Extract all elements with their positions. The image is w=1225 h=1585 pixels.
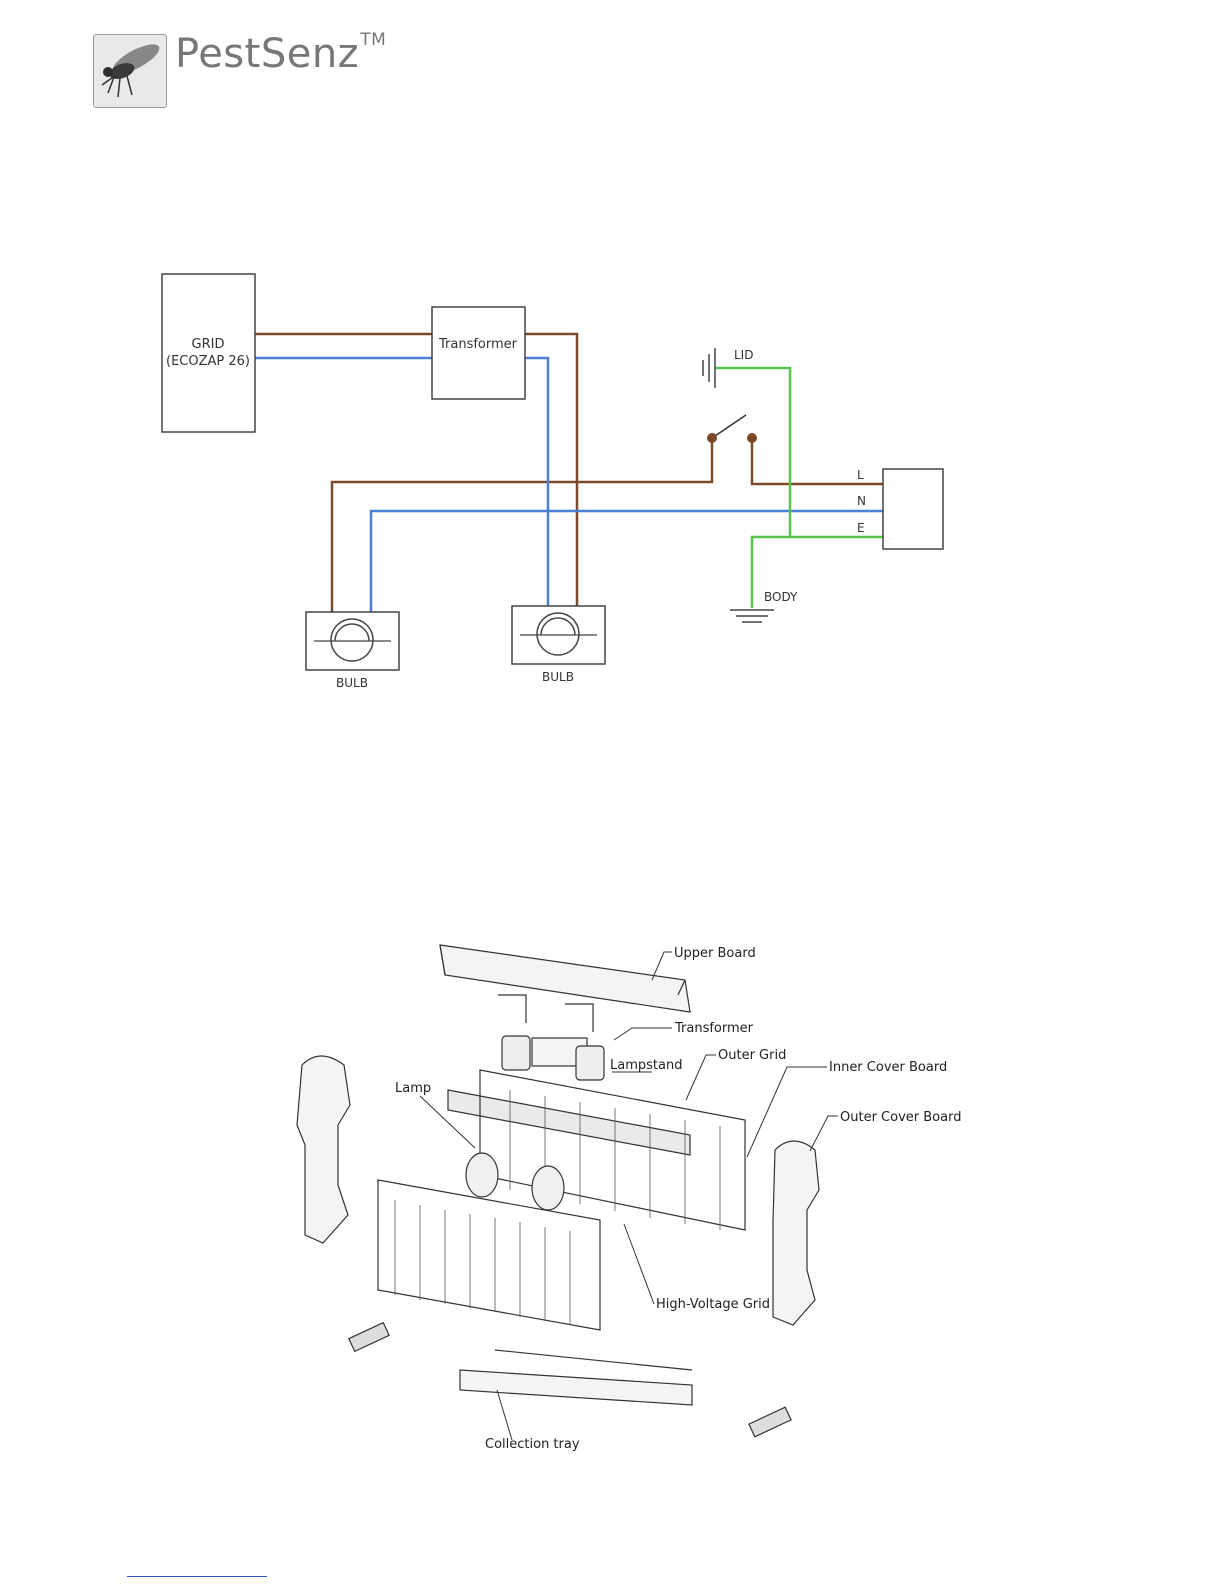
outer-grid-label: Outer Grid <box>718 1048 786 1063</box>
outer-cover-board-label: Outer Cover Board <box>840 1110 961 1125</box>
transformer-part-label: Transformer <box>674 1021 754 1036</box>
lamp-right-part <box>532 1166 564 1210</box>
brand-logo: PestSenzTM <box>93 34 393 110</box>
grid-label: GRID <box>192 337 225 352</box>
transformer-label: Transformer <box>438 337 518 352</box>
terminal-e-label: E <box>857 521 865 535</box>
left-side-panel-part <box>297 1056 350 1243</box>
trademark: TM <box>360 30 386 50</box>
lamp-label: Lamp <box>395 1081 431 1096</box>
inner-cover-board-label: Inner Cover Board <box>829 1060 947 1075</box>
terminal-block <box>883 469 943 549</box>
live-wire-bulb1-switch <box>332 438 712 612</box>
body-label: BODY <box>764 590 798 604</box>
lampstand-label: Lampstand <box>610 1058 682 1073</box>
neutral-wire-bulb1-terminal <box>371 511 883 612</box>
bracket-part <box>498 995 593 1032</box>
bulb-2 <box>512 606 605 664</box>
inner-cover-board-part <box>448 1090 690 1155</box>
lid-ground-symbol <box>703 348 715 388</box>
collection-tray-part <box>460 1370 692 1405</box>
right-end-plate-part <box>749 1407 791 1437</box>
bulb-2-label: BULB <box>542 670 574 684</box>
grid-box <box>162 274 255 432</box>
fly-icon <box>93 34 167 108</box>
brand-name: PestSenzTM <box>175 30 386 77</box>
body-ground-symbol <box>730 610 774 622</box>
lamp-left-part <box>466 1153 498 1197</box>
collection-tray-label: Collection tray <box>485 1437 580 1452</box>
left-end-plate-part <box>349 1323 389 1352</box>
grid-model-label: (ECOZAP 26) <box>166 354 250 369</box>
bulb-1 <box>306 612 399 670</box>
live-wire-transformer-bulb2 <box>525 334 577 606</box>
lampstand-left-part <box>502 1036 530 1070</box>
exploded-view-diagram: Upper Board Transformer Lampstand Outer … <box>0 900 1225 1560</box>
bulb-1-label: BULB <box>336 676 368 690</box>
lid-label: LID <box>734 348 753 362</box>
transformer-box <box>432 307 525 399</box>
terminal-l-label: L <box>857 468 864 482</box>
terminal-n-label: N <box>857 494 866 508</box>
upper-board-label: Upper Board <box>674 946 756 961</box>
lampstand-right-part <box>576 1046 604 1080</box>
high-voltage-grid-part <box>378 1180 600 1330</box>
footer-link-underline[interactable] <box>127 1576 267 1577</box>
switch <box>707 415 757 443</box>
wiring-diagram: GRID (ECOZAP 26) Transformer LID L N E B… <box>0 230 1225 700</box>
right-side-panel-part <box>773 1141 819 1325</box>
high-voltage-grid-label: High-Voltage Grid <box>656 1297 770 1312</box>
